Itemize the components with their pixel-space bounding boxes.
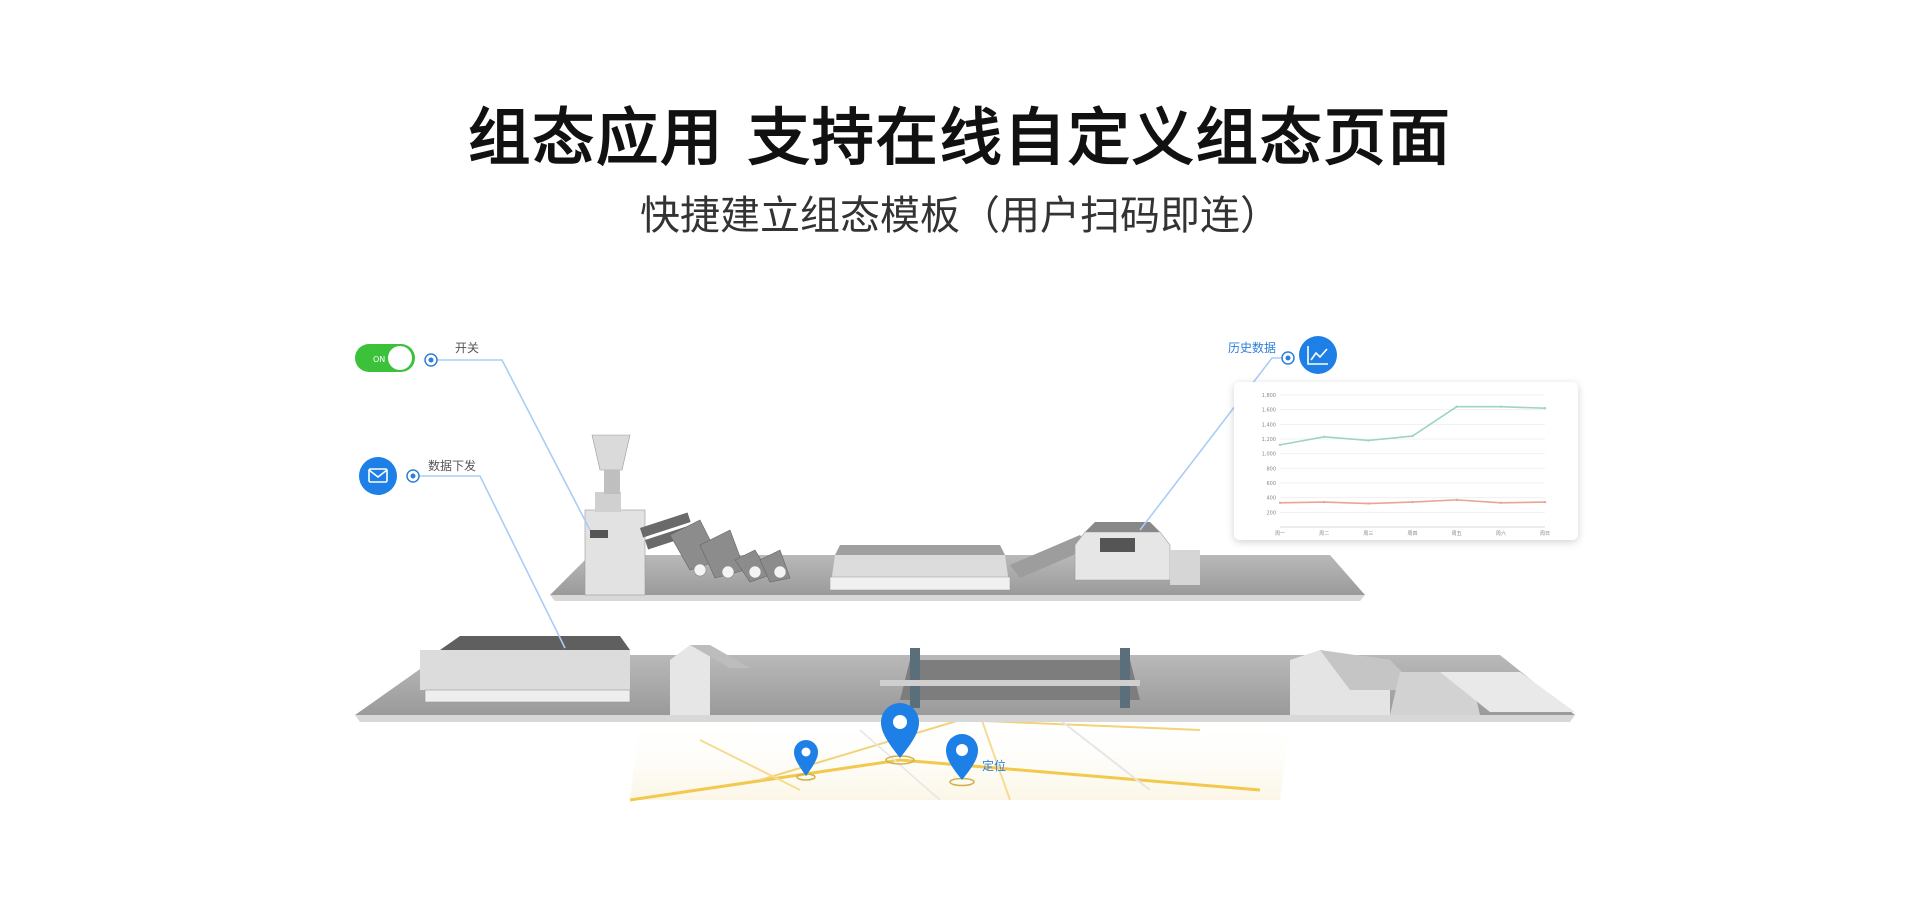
chart-ytick: 200 bbox=[1266, 510, 1276, 516]
chart-ytick: 800 bbox=[1266, 466, 1276, 472]
switch-knob[interactable] bbox=[388, 346, 412, 370]
chart-point bbox=[1499, 501, 1503, 504]
chart-xtick: 周二 bbox=[1319, 531, 1329, 537]
chart-xtick: 周四 bbox=[1407, 531, 1417, 537]
location-pins: 定位 bbox=[794, 703, 1006, 787]
chart-xtick: 周六 bbox=[1496, 530, 1506, 537]
chart-point bbox=[1543, 407, 1547, 410]
chart-ytick: 1,800 bbox=[1262, 393, 1276, 399]
location-pin-center[interactable] bbox=[881, 703, 919, 765]
page-title: 组态应用 支持在线自定义组态页面 bbox=[468, 101, 1452, 174]
switch-state: ON bbox=[373, 355, 385, 364]
chart-point bbox=[1411, 500, 1414, 504]
chart-point bbox=[1543, 500, 1547, 504]
chart-point bbox=[1278, 443, 1282, 447]
chart-ytick: 600 bbox=[1266, 481, 1276, 487]
chart-point bbox=[1367, 439, 1370, 442]
chart-point bbox=[1322, 500, 1326, 504]
switch-label: 开关 bbox=[455, 341, 479, 355]
chart-point bbox=[1455, 405, 1458, 408]
history-chart-card bbox=[1234, 382, 1578, 540]
history-label: 历史数据 bbox=[1228, 340, 1276, 355]
chart-point bbox=[1278, 501, 1282, 504]
chart-ytick: 400 bbox=[1266, 496, 1276, 502]
history-callout: 历史数据 bbox=[1228, 336, 1337, 374]
chart-xtick: 周一 bbox=[1275, 531, 1285, 537]
chart-ytick: 1,400 bbox=[1262, 422, 1276, 428]
page-subtitle: 快捷建立组态模板（用户扫码即连） bbox=[640, 193, 1280, 239]
location-pin-right[interactable] bbox=[946, 734, 978, 787]
send-label: 数据下发 bbox=[428, 458, 476, 473]
line-chart-icon bbox=[1307, 346, 1328, 365]
location-pin-left[interactable] bbox=[794, 740, 818, 781]
chart-ytick: 1,200 bbox=[1262, 437, 1276, 443]
send-callout: 数据下发 bbox=[359, 457, 476, 495]
chart-point bbox=[1411, 434, 1414, 438]
chart-xtick: 周五 bbox=[1452, 531, 1462, 537]
chart-point bbox=[1367, 502, 1370, 505]
upper-floor bbox=[550, 434, 1365, 601]
chart-point bbox=[1322, 435, 1326, 438]
switch-callout: ON 开关 bbox=[355, 341, 479, 372]
chart-xtick: 周三 bbox=[1363, 531, 1373, 537]
location-label: 定位 bbox=[982, 758, 1006, 773]
chart-ytick: 1,000 bbox=[1262, 452, 1276, 458]
chart-ytick: 1,600 bbox=[1262, 408, 1276, 414]
chart-point bbox=[1499, 405, 1503, 408]
chart-point bbox=[1455, 498, 1458, 502]
mail-icon bbox=[368, 468, 388, 483]
history-chart: 1,800 1,600 1,400 1,200 1,000 800 600 400 200 周一 周… bbox=[1262, 393, 1550, 537]
connector-lines bbox=[419, 357, 1289, 649]
lower-floor bbox=[355, 636, 1575, 722]
chart-xtick: 周日 bbox=[1540, 531, 1550, 537]
